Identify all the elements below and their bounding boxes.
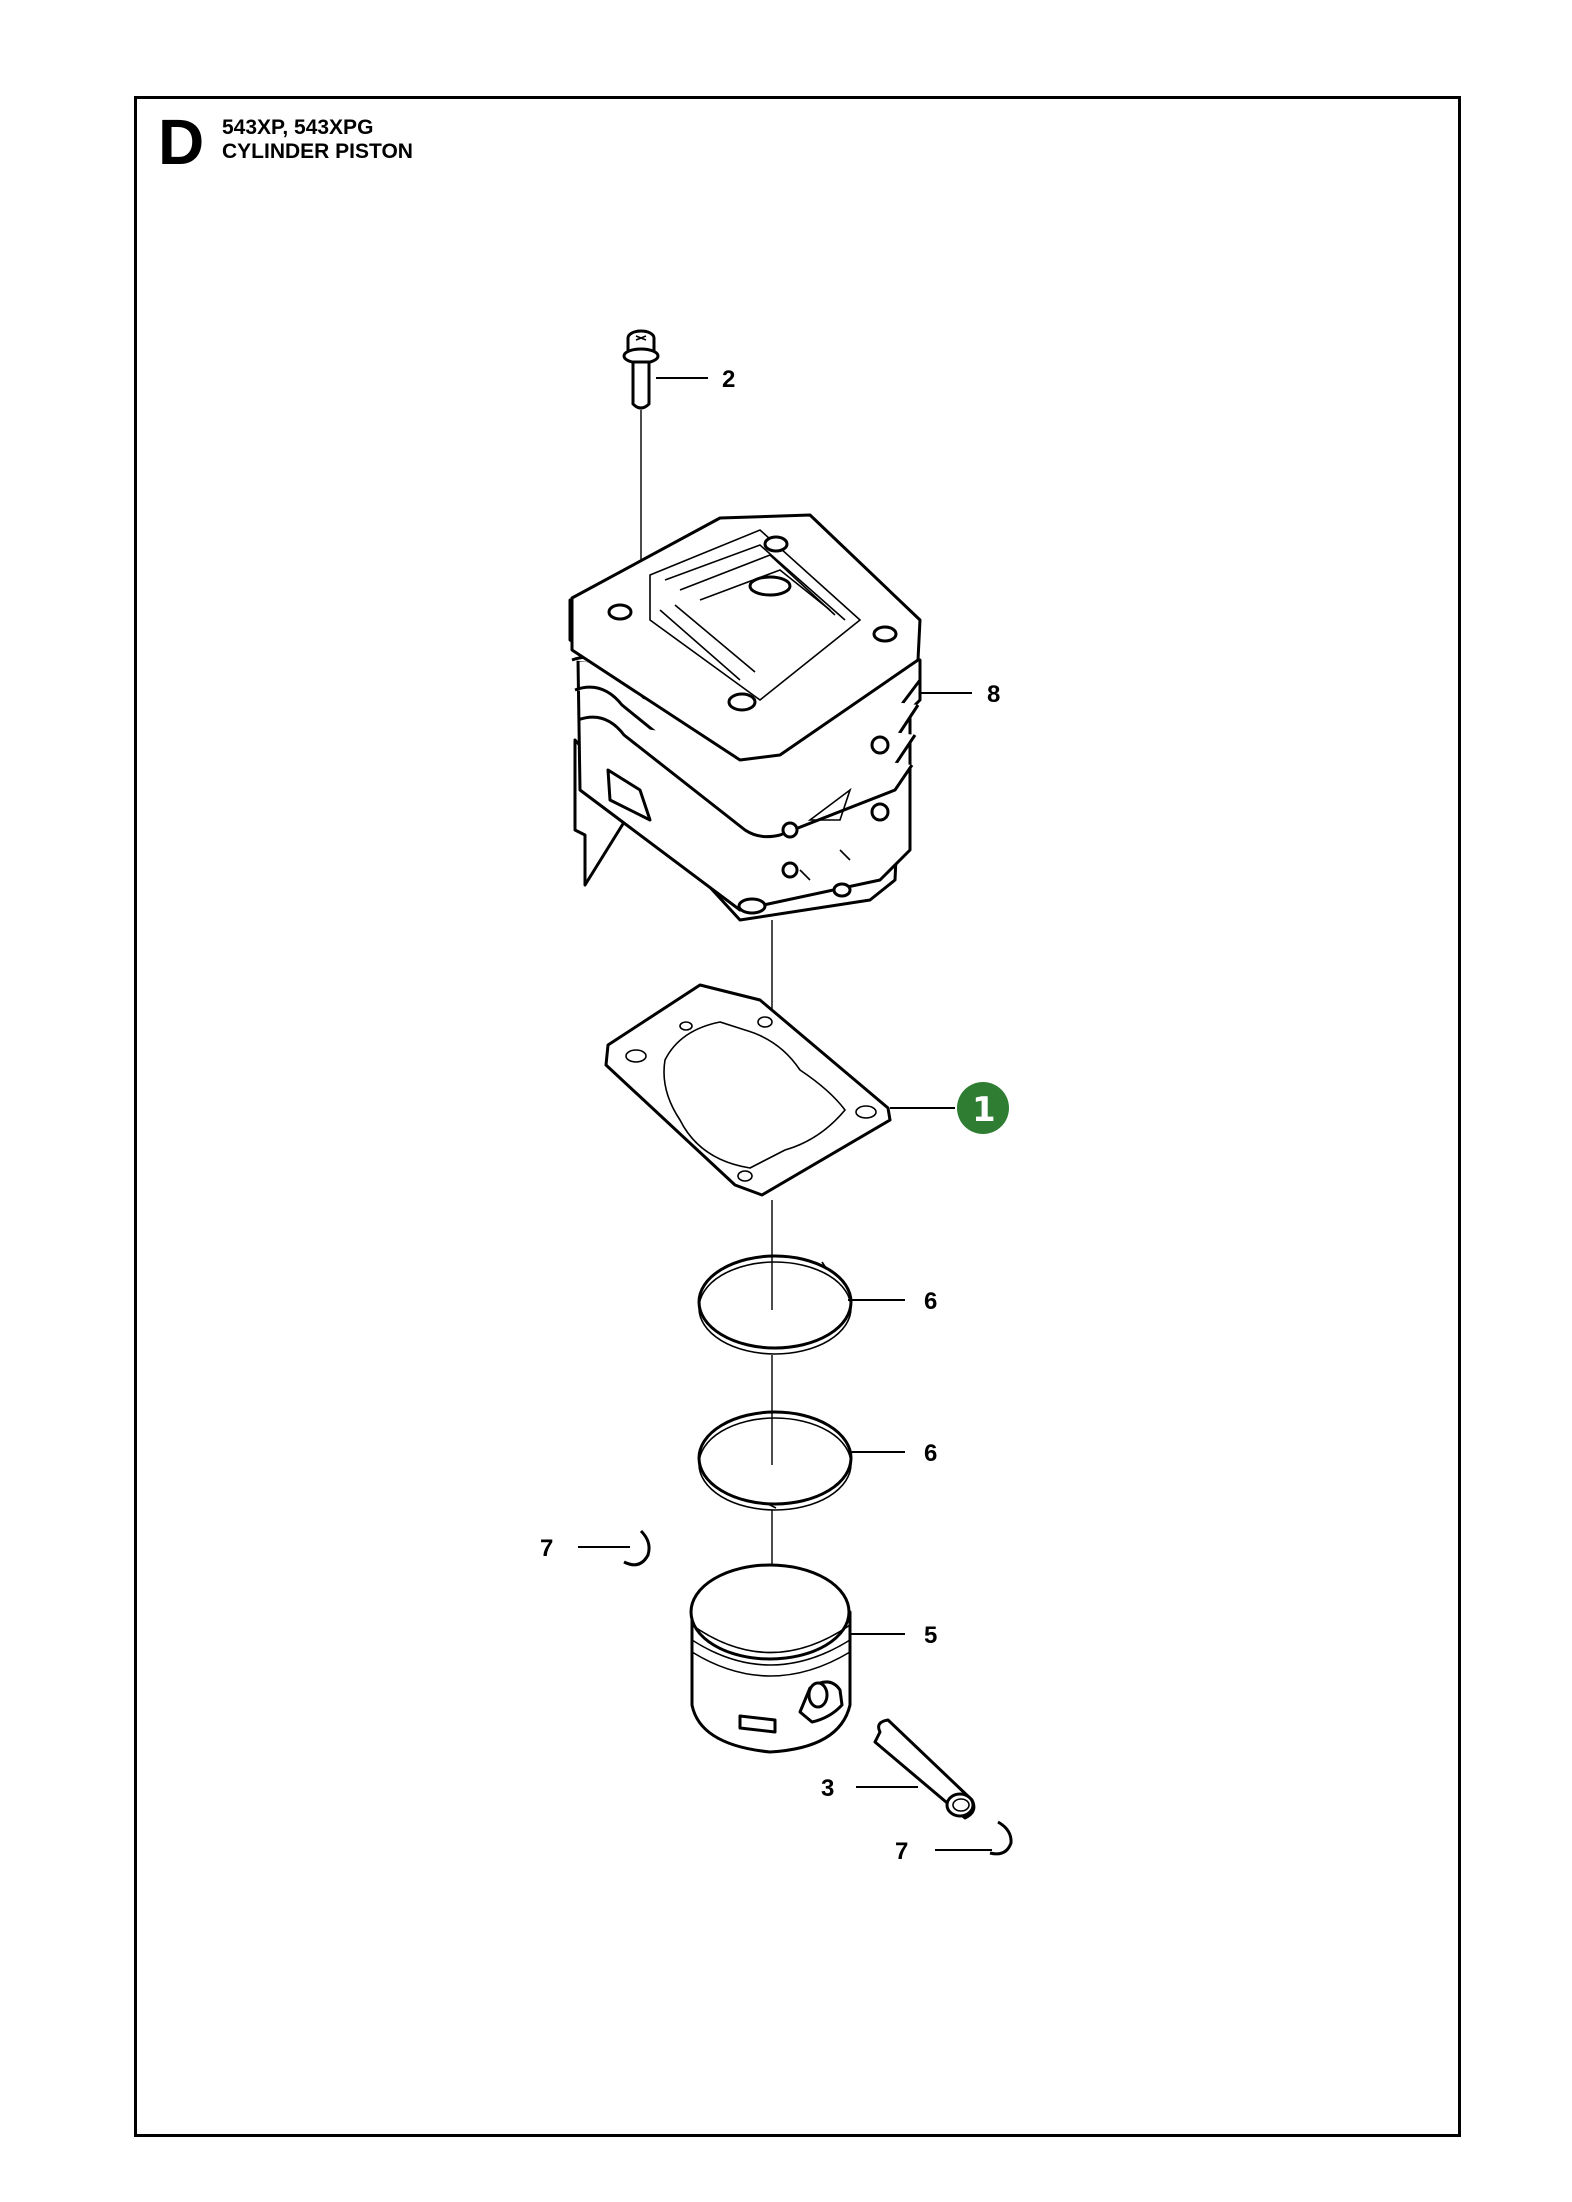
gasket-part[interactable] [604,983,892,1197]
diagram-title: CYLINDER PISTON [222,140,413,163]
title-block: 543XP, 543XPG CYLINDER PISTON [222,116,413,164]
page-border [134,96,1461,2137]
section-letter: D [158,106,205,178]
piston-pin-part[interactable] [873,1718,976,1820]
model-numbers: 543XP, 543XPG [222,116,374,139]
callout-ring-lower: 6 [924,1440,937,1467]
callout-circlip-left: 7 [540,1535,553,1562]
callout-cylinder: 8 [987,681,1000,708]
piston-part[interactable] [689,1563,852,1754]
piston-ring-lower-part[interactable] [697,1410,853,1511]
callout-circlip-right: 7 [895,1838,908,1865]
screw-part[interactable] [622,329,660,410]
callout-piston: 5 [924,1622,937,1649]
highlight-badge: 1 [957,1082,1009,1134]
callout-ring-upper: 6 [924,1288,937,1315]
circlip-right-part[interactable] [989,1820,1013,1856]
circlip-left-part[interactable] [623,1529,651,1567]
piston-ring-upper-part[interactable] [697,1254,853,1355]
callout-gasket: 1 [972,1090,996,1130]
callout-screw: 2 [722,366,735,393]
cylinder-part[interactable] [568,513,922,922]
callout-piston-pin: 3 [821,1775,834,1802]
